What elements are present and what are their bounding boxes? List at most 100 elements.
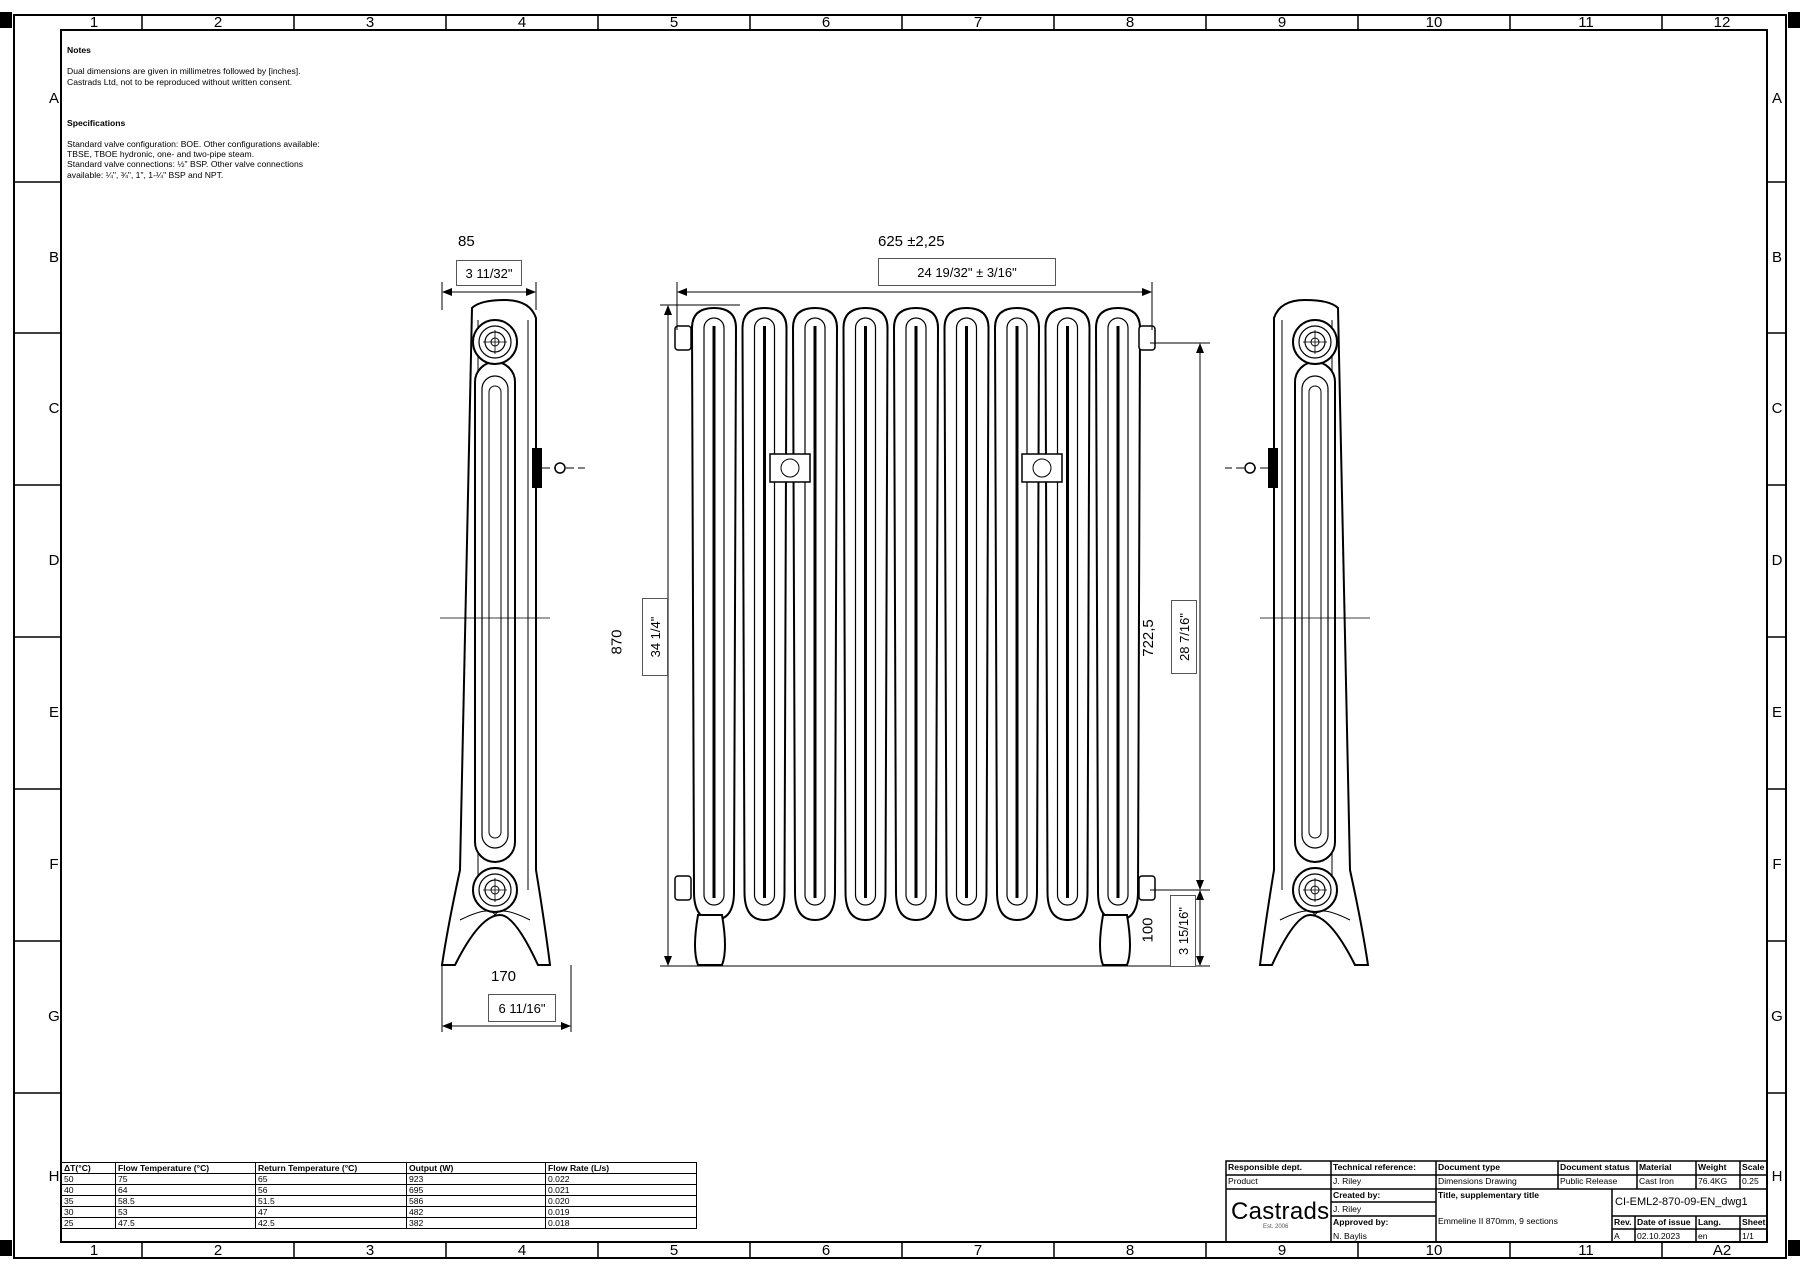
date-of-issue: 02.10.2023 (1637, 1231, 1681, 1241)
rev: A (1614, 1231, 1620, 1241)
doc-status-label: Document status (1560, 1162, 1630, 1172)
dim-height-mm: 870 (608, 629, 626, 655)
column-header: Flow Rate (L/s) (545, 1162, 697, 1174)
table-row: 50 75 65 923 0.022 (61, 1173, 697, 1185)
created-by: J. Riley (1333, 1204, 1362, 1214)
grid-number: 5 (669, 1242, 679, 1259)
dim-side-depth-in: 3 11/32" (456, 260, 522, 286)
grid-number: 6 (821, 14, 831, 31)
approved-by-label: Approved by: (1333, 1217, 1389, 1227)
weight-label: Weight (1698, 1162, 1727, 1172)
corner-mark-tr (1788, 12, 1800, 28)
dim-floor-in: 3 15/16" (1170, 895, 1196, 967)
scale: 0.25 (1742, 1176, 1759, 1186)
drawing-number: CI-EML2-870-09-EN_dwg1 (1615, 1196, 1748, 1208)
grid-number: 4 (517, 14, 527, 31)
table-cell: 25 (61, 1217, 116, 1229)
table-cell: 695 (406, 1184, 546, 1196)
grid-letter: E (48, 704, 59, 721)
company-est: Est. 2006 (1263, 1224, 1289, 1230)
table-cell: 0.019 (545, 1206, 697, 1218)
dim-side-foot-in: 6 11/16" (488, 994, 556, 1022)
column-header: Return Temperature (°C) (255, 1162, 407, 1174)
scale-label: Scale (1742, 1162, 1765, 1172)
grid-letter: D (48, 552, 60, 569)
grid-letter: D (1771, 552, 1783, 569)
end-plug (1138, 325, 1156, 351)
radiator-foot (1099, 914, 1131, 966)
table-cell: 47 (255, 1206, 407, 1218)
notes-title: Notes (67, 45, 91, 56)
grid-letter: C (1771, 400, 1783, 417)
column-header: Output (W) (406, 1162, 546, 1174)
grid-letter: H (48, 1168, 60, 1185)
grid-letter: E (1771, 704, 1782, 721)
material-label: Material (1639, 1162, 1672, 1172)
dim-side-depth-mm: 85 (458, 233, 475, 250)
table-cell: 42.5 (255, 1217, 407, 1229)
grid-number: 12 (1713, 14, 1731, 31)
table-cell: 51.5 (255, 1195, 407, 1207)
badge-emblem-icon (780, 458, 800, 478)
grid-number: 2 (213, 14, 223, 31)
responsible-dept-label: Responsible dept. (1228, 1162, 1303, 1172)
grid-number: 1 (89, 1242, 99, 1259)
table-cell: 0.021 (545, 1184, 697, 1196)
grid-number: 9 (1277, 14, 1287, 31)
grid-letter: G (1771, 1008, 1783, 1025)
table-cell: 65 (255, 1173, 407, 1185)
table-cell: 35 (61, 1195, 116, 1207)
lang: en (1698, 1231, 1708, 1241)
table-header-row: ΔT(°C) Flow Temperature (°C) Return Temp… (61, 1162, 697, 1174)
grid-letter: C (48, 400, 60, 417)
table-row: 35 58.5 51.5 586 0.020 (61, 1195, 697, 1207)
column-header: ΔT(°C) (61, 1162, 116, 1174)
title-label: Title, supplementary title (1438, 1190, 1540, 1200)
table-cell: 56 (255, 1184, 407, 1196)
notes-text: Dual dimensions are given in millimetres… (67, 66, 301, 87)
table-cell: 923 (406, 1173, 546, 1185)
performance-table: ΔT(°C) Flow Temperature (°C) Return Temp… (61, 1162, 697, 1229)
grid-letter: A (48, 90, 59, 107)
grid-letter: G (48, 1008, 60, 1025)
weight: 76.4KG (1698, 1176, 1728, 1186)
grid-number: 3 (365, 14, 375, 31)
dim-centres-mm: 722,5 (1139, 619, 1157, 657)
grid-number: 9 (1277, 1242, 1287, 1259)
sheet-label: Sheet (1742, 1217, 1766, 1227)
grid-number: 8 (1125, 14, 1135, 31)
grid-letter: H (1771, 1168, 1783, 1185)
responsible-dept: Product (1228, 1176, 1258, 1186)
sheet: 1/1 (1742, 1231, 1754, 1241)
end-plug (674, 875, 692, 901)
grid-letter: B (1771, 249, 1782, 266)
table-cell: 0.022 (545, 1173, 697, 1185)
specifications-text: Standard valve configuration: BOE. Other… (67, 138, 320, 180)
grid-number: 6 (821, 1242, 831, 1259)
grid-letter: F (1772, 856, 1782, 873)
table-cell: 53 (115, 1206, 256, 1218)
badge-emblem-icon (1032, 458, 1052, 478)
grid-number: 4 (517, 1242, 527, 1259)
doc-type: Dimensions Drawing (1438, 1176, 1517, 1186)
front-view (674, 306, 1156, 966)
table-cell: 0.018 (545, 1217, 697, 1229)
grid-number: 2 (213, 1242, 223, 1259)
paper-size: A2 (1712, 1242, 1732, 1259)
grid-letter: B (48, 249, 59, 266)
table-row: 40 64 56 695 0.021 (61, 1184, 697, 1196)
table-cell: 482 (406, 1206, 546, 1218)
table-cell: 58.5 (115, 1195, 256, 1207)
notes-block: Notes Dual dimensions are given in milli… (67, 35, 320, 191)
grid-number: 3 (365, 1242, 375, 1259)
grid-number: 8 (1125, 1242, 1135, 1259)
grid-letter: F (49, 856, 59, 873)
column-header: Flow Temperature (°C) (115, 1162, 256, 1174)
dim-floor-mm: 100 (1139, 917, 1157, 943)
corner-mark-br (1788, 1240, 1800, 1256)
material: Cast Iron (1639, 1176, 1674, 1186)
grid-number: 11 (1578, 1242, 1594, 1259)
grid-number: 5 (669, 14, 679, 31)
tech-ref-label: Technical reference: (1333, 1162, 1416, 1172)
specifications-title: Specifications (67, 117, 126, 128)
